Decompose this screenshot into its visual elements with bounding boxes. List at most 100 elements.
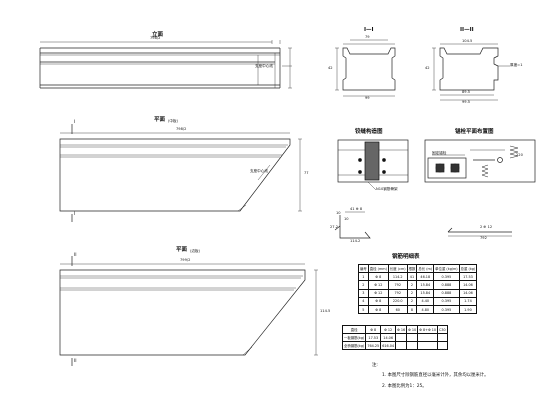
plan-mid-dim-top: 798/2: [176, 127, 187, 131]
rebar-table: 编号 直径 (mm) 长度 (cm) 根数 总长 (m) 单位重 (kg/m) …: [358, 263, 478, 315]
summary-header-cell: Φ 12: [380, 325, 397, 334]
rebar-table-title: 钢筋明细表: [392, 254, 420, 260]
section-2-view: [432, 43, 510, 101]
section-1-title: I—I: [364, 27, 374, 33]
section-1-dim-bottom: 99: [365, 96, 370, 100]
table-cell: 60: [387, 304, 408, 315]
table-cell: 1.90: [458, 304, 478, 315]
plan-side-subtitle: (边板): [190, 249, 200, 253]
section-2-dim-height: 42: [425, 66, 430, 70]
table-cell: 0.888: [433, 280, 460, 290]
table-cell: 4: [358, 296, 369, 306]
section-2-dim-bottom1: 89.5: [462, 90, 471, 94]
table-cell: 0.395: [433, 296, 460, 306]
table-cell: 17.53: [365, 333, 382, 342]
detail-1-top: 41 ⊕ 8: [350, 207, 363, 211]
plan-mid-dim-right: 77: [304, 171, 309, 175]
table-cell: 114.2: [387, 272, 408, 282]
section-2-title: II—II: [460, 27, 474, 33]
table-cell: 764.25: [365, 341, 382, 350]
table-cell: 15.84: [416, 280, 435, 290]
rebar-header-cell: 总长 (m): [416, 263, 435, 274]
plan-side-marker-top: II: [74, 253, 77, 258]
summary-header-cell: Φ 8: [365, 325, 382, 334]
detail-1-n2: 10: [344, 217, 349, 221]
rebar-header-cell: 编号: [358, 263, 369, 274]
table-cell: [395, 333, 408, 342]
summary-header-cell: Φ 8+Φ 10: [417, 325, 439, 334]
section-1-dim-top: 79: [365, 35, 370, 39]
table-cell: 2: [406, 280, 418, 290]
section-1-view: [335, 39, 396, 97]
table-cell: Φ 8: [367, 304, 389, 315]
table-cell: [395, 341, 408, 350]
table-row: 一板钢筋(kg) 17.53 14.06: [341, 333, 448, 342]
plan-side-dim-right: 114.5: [320, 309, 331, 313]
bearing-title: 锚栓平面布置图: [455, 129, 494, 135]
note-item-1: 1. 本图尺寸除钢筋直径以毫米计外，其余均以厘米计。: [382, 373, 489, 378]
table-cell: Φ 8: [367, 272, 389, 282]
plan-side-view: [59, 256, 318, 366]
table-cell: 792: [387, 288, 408, 298]
table-cell: 14.06: [380, 333, 397, 342]
table-row: 5 Φ 8 60 8 4.80 0.395 1.90: [358, 304, 478, 315]
rebar-detail-2: [447, 227, 512, 237]
detail-2-bottom: 792: [480, 236, 487, 240]
table-cell: 0.395: [433, 304, 460, 315]
summary-header-cell: C30: [437, 325, 448, 334]
detail-1-n1: 10: [336, 211, 341, 215]
table-cell: 1.74: [458, 296, 478, 306]
table-cell: 0.395: [433, 272, 460, 282]
table-cell: [417, 341, 439, 350]
table-cell: 2: [406, 288, 418, 298]
table-cell: [437, 333, 448, 342]
plan-side-dim-top: 799/2: [180, 258, 191, 262]
summary-header-cell: Φ 10: [406, 325, 419, 334]
detail-2-top: 2 ⊕ 12: [480, 225, 493, 229]
table-cell: 2: [358, 280, 369, 290]
summary-header-cell: Φ 16: [395, 325, 408, 334]
table-cell: 0.888: [433, 288, 460, 298]
notes-heading: 注:: [372, 363, 378, 368]
table-cell: 15.84: [416, 288, 435, 298]
plan-side-marker-bottom: II: [74, 359, 77, 364]
table-row: 全桥钢筋(kg) 764.25 616.04: [341, 341, 448, 350]
plan-mid-view: [59, 124, 302, 222]
table-cell: 一板钢筋(kg): [341, 333, 367, 342]
plan-mid-label: 支座中心线: [250, 169, 268, 173]
table-cell: [417, 333, 439, 342]
rebar-header-cell: 单位重 (kg/m): [433, 263, 460, 274]
elevation-dim-top: 798/2: [150, 36, 161, 40]
section-1-dim-height: 42: [328, 66, 333, 70]
table-cell: 4.80: [416, 304, 435, 315]
rebar-header-cell: 长度 (cm): [387, 263, 408, 274]
plan-side-title: 平面: [176, 247, 188, 253]
plan-mid-title: 平面: [154, 117, 166, 123]
table-cell: 220.0: [387, 296, 408, 306]
table-row: 4 Φ 8 220.0 2 4.40 0.395 1.74: [358, 296, 478, 306]
rebar-header-cell: 根数: [406, 263, 418, 274]
table-cell: Φ 8: [367, 296, 389, 306]
section-2-dim-bottom2: 99.5: [462, 100, 471, 104]
table-cell: 4.40: [416, 296, 435, 306]
table-cell: 8: [406, 304, 418, 315]
section-2-dim-top: 104.5: [462, 39, 473, 43]
detail-1-side: 27.2: [330, 225, 339, 229]
table-row: 3 Φ 12 792 2 15.84 0.888 14.06: [358, 288, 478, 298]
rebar-table-header: 编号 直径 (mm) 长度 (cm) 根数 总长 (m) 单位重 (kg/m) …: [358, 263, 478, 274]
table-cell: 17.53: [458, 272, 478, 282]
bearing-label: 固定锚栓: [432, 151, 447, 155]
summary-table-header: 直径 Φ 8 Φ 12 Φ 16 Φ 10 Φ 8+Φ 10 C30: [341, 325, 448, 334]
table-cell: 1: [358, 272, 369, 282]
elevation-center-label: 支座中心线: [255, 64, 273, 68]
plan-mid-marker-top: I: [74, 120, 76, 125]
table-cell: [406, 333, 419, 342]
elevation-view: [39, 40, 292, 89]
rebar-header-cell: 总重 (kg): [458, 263, 478, 274]
rebar-detail-1: [334, 211, 371, 239]
section-2-dim-side: 厚度=1: [510, 63, 523, 67]
table-cell: 616.04: [380, 341, 397, 350]
detail-1-bottom: 114.2: [350, 239, 361, 243]
hinge-detail: [337, 139, 409, 191]
